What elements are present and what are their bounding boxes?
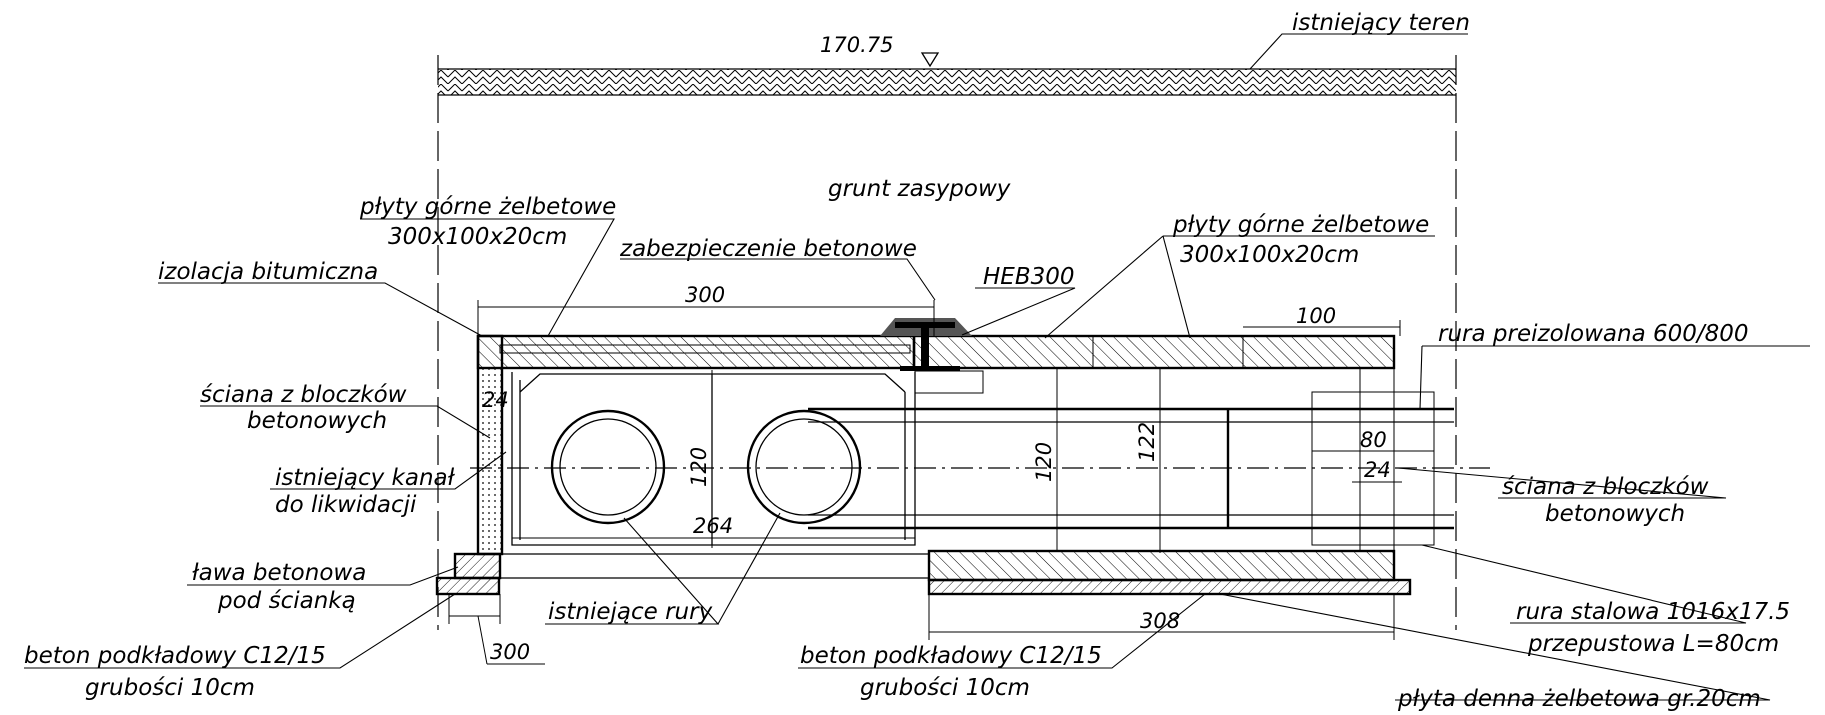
label-old-channel-2: do likwidacji [275,492,417,518]
existing-pipe-1 [550,409,666,525]
lean-concrete-middle [927,578,1412,596]
label-bench-2: pod ścianką [217,588,356,614]
dim-80: 80 [1360,428,1387,452]
left-block-wall [476,334,504,556]
dim-308: 308 [1140,609,1180,633]
dim-264: 264 [693,514,733,538]
label-top-slabs-right-2: 300x100x20cm [1180,242,1359,268]
label-wall-left-2: betonowych [247,408,387,434]
label-backfill: grunt zasypowy [828,176,1011,202]
dim-122: 122 [1135,422,1159,462]
label-heb: HEB300 [983,264,1075,290]
label-bench-1: ława betonowa [192,560,366,586]
label-top-slabs-right-1: płyty górne żelbetowe [1172,212,1429,238]
label-steel-pipe-2: przepustowa L=80cm [1527,631,1779,657]
beam-support [914,370,984,394]
dim-120-left: 120 [687,447,711,487]
existing-ground-strip [438,68,1456,96]
label-wall-right-1: ściana z bloczków [1502,474,1709,500]
label-bottom-slab: płyta denna żelbetowa gr.20cm [1397,686,1761,712]
dim-300-top: 300 [685,283,725,307]
label-wall-right-2: betonowych [1545,501,1685,527]
dim-300-bottom: 300 [490,640,530,664]
label-existing-ground: istniejący teren [1292,10,1470,36]
label-lean-mid-1: beton podkładowy C12/15 [800,643,1102,669]
existing-pipe-2 [746,409,862,525]
label-wall-left-1: ściana z bloczków [200,382,407,408]
left-concrete-bench [435,552,502,596]
label-leaders [24,33,1810,701]
top-slab-right [912,334,1396,370]
label-bitumen: izolacja bitumiczna [158,259,378,285]
dim-24-right: 24 [1364,458,1391,482]
label-old-channel-1: istniejący kanał [275,465,456,491]
elevation-marker-icon [920,52,940,68]
dim-120-right: 120 [1032,442,1056,482]
elevation-value: 170.75 [820,33,893,57]
label-existing-pipes: istniejące rury [548,599,713,625]
label-lean-left-2: grubości 10cm [85,675,255,701]
label-top-slabs-left-2: 300x100x20cm [388,224,567,250]
label-lean-mid-2: grubości 10cm [860,675,1030,701]
bottom-slab [927,549,1396,582]
label-top-slabs-left-1: płyty górne żelbetowe [359,194,616,220]
label-pipe-insulated: rura preizolowana 600/800 [1438,321,1749,347]
label-lean-left-1: beton podkładowy C12/15 [24,643,326,669]
label-concrete-protection: zabezpieczenie betonowe [619,236,917,262]
dim-24-left: 24 [482,388,509,412]
right-block-wall [1311,368,1435,550]
top-slab-left [476,334,916,370]
label-steel-pipe-1: rura stalowa 1016x17.5 [1516,599,1790,625]
dim-100: 100 [1296,304,1336,328]
dimension-lines [448,300,1434,665]
preinsulated-pipe [808,407,1454,530]
heb300-beam [895,322,960,371]
